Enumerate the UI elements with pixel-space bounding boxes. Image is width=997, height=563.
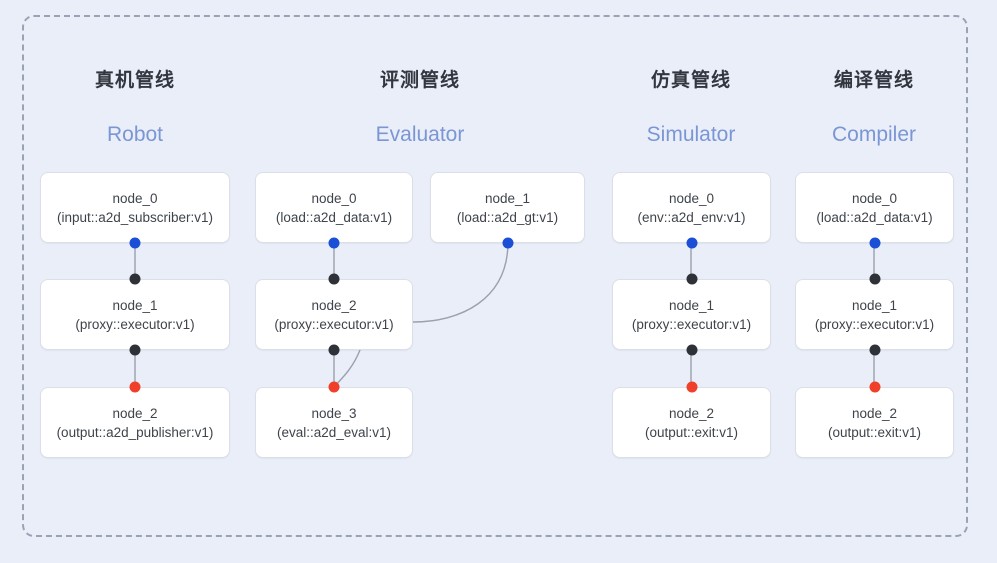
node-title: node_3 — [311, 405, 357, 421]
node-title: node_0 — [311, 190, 357, 206]
node-subtitle: (proxy::executor:v1) — [75, 316, 195, 332]
node-subtitle: (output::a2d_publisher:v1) — [56, 424, 214, 440]
port-input-eval-node-0[interactable] — [328, 237, 340, 249]
node-title: node_0 — [851, 190, 898, 206]
node-title: node_0 — [112, 190, 158, 206]
node-box-eval-node-3[interactable]: node_3(eval::a2d_eval:v1) — [255, 387, 413, 458]
port-middle-top-comp-node-1[interactable] — [869, 273, 880, 285]
node-box-comp-node-2[interactable]: node_2(output::exit:v1) — [795, 387, 954, 458]
node-title: node_1 — [484, 190, 531, 206]
node-box-robot-node-2[interactable]: node_2(output::a2d_publisher:v1) — [40, 387, 230, 458]
node-box-eval-node-0[interactable]: node_0(load::a2d_data:v1) — [255, 172, 413, 243]
node-subtitle: (proxy::executor:v1) — [814, 316, 935, 332]
node-subtitle: (env::a2d_env:v1) — [637, 209, 746, 225]
node-box-sim-node-2[interactable]: node_2(output::exit:v1) — [612, 387, 771, 458]
port-input-robot-node-0[interactable] — [129, 237, 141, 249]
node-title: node_2 — [851, 405, 898, 421]
node-title: node_2 — [311, 297, 357, 313]
node-box-comp-node-0[interactable]: node_0(load::a2d_data:v1) — [795, 172, 954, 243]
column-heading-cn-evaluator: 评测管线 — [379, 70, 461, 91]
node-title: node_2 — [112, 405, 158, 421]
port-middle-bottom-eval-node-2[interactable] — [328, 344, 340, 356]
node-subtitle: (output::exit:v1) — [827, 424, 922, 440]
port-input-comp-node-0[interactable] — [869, 237, 880, 249]
node-box-sim-node-0[interactable]: node_0(env::a2d_env:v1) — [612, 172, 771, 243]
node-box-sim-node-1[interactable]: node_1(proxy::executor:v1) — [612, 279, 771, 350]
column-heading-en-evaluator: Evaluator — [375, 123, 465, 146]
node-box-comp-node-1[interactable]: node_1(proxy::executor:v1) — [795, 279, 954, 350]
column-heading-en-compiler: Compiler — [831, 123, 917, 146]
port-middle-top-robot-node-1[interactable] — [129, 273, 141, 285]
port-middle-top-eval-node-2[interactable] — [328, 273, 340, 285]
node-title: node_0 — [668, 190, 715, 206]
column-heading-cn-simulator: 仿真管线 — [650, 70, 732, 91]
node-subtitle: (input::a2d_subscriber:v1) — [56, 209, 214, 225]
column-heading-cn-compiler: 编译管线 — [833, 70, 915, 91]
port-output-comp-node-2[interactable] — [869, 381, 880, 393]
node-subtitle: (load::a2d_data:v1) — [275, 209, 393, 225]
column-heading-cn-robot: 真机管线 — [94, 70, 176, 91]
port-output-eval-node-3[interactable] — [328, 381, 340, 393]
node-title: node_1 — [112, 297, 158, 313]
node-box-eval-node-1[interactable]: node_1(load::a2d_gt:v1) — [430, 172, 585, 243]
node-subtitle: (eval::a2d_eval:v1) — [276, 424, 392, 440]
node-box-robot-node-0[interactable]: node_0(input::a2d_subscriber:v1) — [40, 172, 230, 243]
edge-eval-e3 — [333, 349, 361, 388]
port-middle-bottom-robot-node-1[interactable] — [129, 344, 141, 356]
node-title: node_1 — [851, 297, 898, 313]
node-box-eval-node-2[interactable]: node_2(proxy::executor:v1) — [255, 279, 413, 350]
node-subtitle: (load::a2d_data:v1) — [816, 209, 933, 225]
port-middle-bottom-sim-node-1[interactable] — [686, 344, 697, 356]
node-title: node_2 — [668, 405, 715, 421]
node-subtitle: (proxy::executor:v1) — [631, 316, 752, 332]
node-subtitle: (proxy::executor:v1) — [274, 316, 394, 332]
port-middle-top-sim-node-1[interactable] — [686, 273, 697, 285]
port-input-eval-node-1[interactable] — [502, 237, 513, 249]
port-input-sim-node-0[interactable] — [686, 237, 697, 249]
port-output-robot-node-2[interactable] — [129, 381, 141, 393]
edge-eval-e2 — [412, 241, 509, 323]
node-subtitle: (load::a2d_gt:v1) — [456, 209, 559, 225]
node-box-robot-node-1[interactable]: node_1(proxy::executor:v1) — [40, 279, 230, 350]
node-title: node_1 — [668, 297, 715, 313]
column-heading-en-simulator: Simulator — [646, 123, 736, 146]
port-middle-bottom-comp-node-1[interactable] — [869, 344, 880, 356]
port-output-sim-node-2[interactable] — [686, 381, 697, 393]
node-subtitle: (output::exit:v1) — [644, 424, 739, 440]
column-heading-en-robot: Robot — [106, 123, 164, 146]
